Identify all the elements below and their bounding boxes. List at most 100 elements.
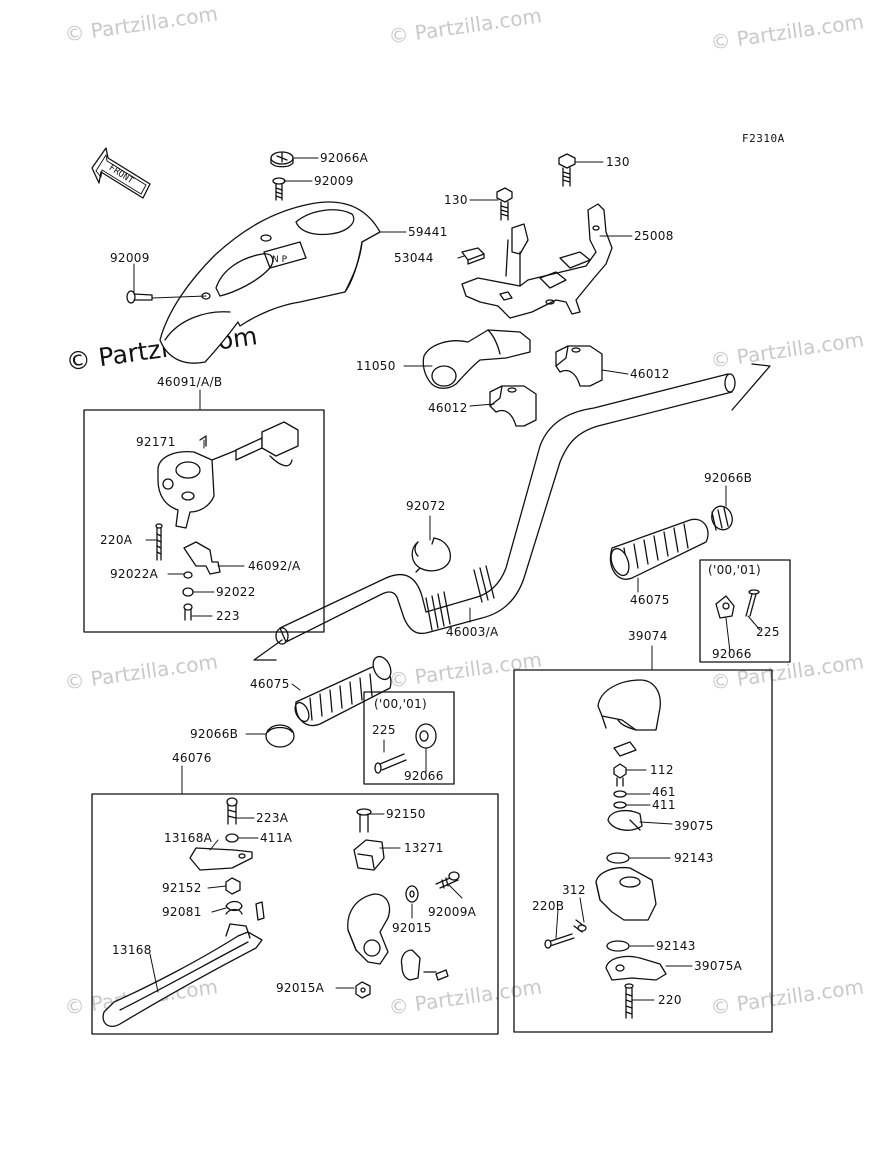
part-label-92066-right: 92066 xyxy=(712,647,752,661)
part-label-92171: 92171 xyxy=(136,435,176,449)
part-label-411: 411 xyxy=(652,798,676,812)
part-label-92015: 92015 xyxy=(392,921,432,935)
direction-arrow xyxy=(731,363,771,411)
part-label-13168: 13168 xyxy=(112,943,152,957)
lever-13168 xyxy=(102,923,263,1027)
part-label-112: 112 xyxy=(650,763,674,777)
clamp-half-icon xyxy=(400,949,449,981)
variant-box-center-frame xyxy=(363,691,455,785)
variant-label-right: ('00,'01) xyxy=(708,563,762,577)
handlebar-46003 xyxy=(275,373,736,645)
figure-code: F2310A xyxy=(742,132,785,145)
part-label-46076: 46076 xyxy=(172,751,212,765)
washer-411-icon xyxy=(613,801,627,809)
part-label-92066B-left: 92066B xyxy=(190,727,239,741)
part-label-92022: 92022 xyxy=(216,585,256,599)
part-label-92066B-right: 92066B xyxy=(704,471,753,485)
clip-icon xyxy=(613,741,637,757)
spring-92143-b-icon xyxy=(606,940,630,952)
bolt-92150-icon xyxy=(356,808,372,833)
part-label-13168A: 13168A xyxy=(164,831,213,845)
svg-text:N P: N P xyxy=(272,255,288,265)
holder-92015-icon xyxy=(347,893,391,965)
part-label-46012-b: 46012 xyxy=(428,401,468,415)
part-label-92009A: 92009A xyxy=(428,905,477,919)
part-label-46012-a: 46012 xyxy=(630,367,670,381)
variant-label-center: ('00,'01) xyxy=(374,697,428,711)
part-label-225-right: 225 xyxy=(756,625,780,639)
grip-right-46075 xyxy=(609,518,709,580)
spring-92143-a-icon xyxy=(606,852,630,864)
direction-arrow xyxy=(253,639,283,661)
part-label-53044: 53044 xyxy=(394,251,434,265)
part-label-223: 223 xyxy=(216,609,240,623)
lever-box-frame xyxy=(91,793,499,1035)
rubber-53044-icon xyxy=(461,247,485,265)
part-label-92072: 92072 xyxy=(406,499,446,513)
washer-461-icon xyxy=(613,790,627,798)
part-label-92022A: 92022A xyxy=(110,567,159,581)
screw-92009A-icon xyxy=(435,871,460,889)
part-label-223A: 223A xyxy=(256,811,289,825)
screw-223A-icon xyxy=(226,797,238,825)
grip-end-92066B-right-icon xyxy=(711,505,733,531)
bolt-225-right-icon xyxy=(745,589,760,617)
washer-92022-icon xyxy=(182,587,194,597)
part-label-220: 220 xyxy=(658,993,682,1007)
weight-92066-center-icon xyxy=(415,723,437,749)
part-label-92009-left: 92009 xyxy=(110,251,150,265)
bolt-112-icon xyxy=(613,763,627,787)
grip-end-92066B-left-icon xyxy=(265,724,295,748)
switch-box-frame xyxy=(83,409,325,633)
part-label-220B: 220B xyxy=(532,899,565,913)
part-label-92152: 92152 xyxy=(162,881,202,895)
part-label-411A: 411A xyxy=(260,831,293,845)
part-label-46075-left: 46075 xyxy=(250,677,290,691)
front-arrow-icon xyxy=(91,147,151,199)
screw-220B-icon xyxy=(544,933,575,949)
weight-92066-right-icon xyxy=(715,595,735,619)
leader-lines xyxy=(133,157,761,1001)
bolt-130-a-icon xyxy=(496,187,513,221)
part-label-92066-center: 92066 xyxy=(404,769,444,783)
part-label-46075-right: 46075 xyxy=(630,593,670,607)
part-label-46003: 46003/A xyxy=(446,625,499,639)
part-label-46092: 46092/A xyxy=(248,559,301,573)
part-label-92150: 92150 xyxy=(386,807,426,821)
bolt-130-b-icon xyxy=(558,153,576,187)
holder-46012-a xyxy=(555,345,603,387)
bracket-25008 xyxy=(461,203,613,319)
screw-92009-top-icon xyxy=(272,177,286,201)
part-label-312: 312 xyxy=(562,883,586,897)
washer-92022A-icon xyxy=(183,571,193,579)
grip-left-46075 xyxy=(294,655,392,727)
part-label-130-a: 130 xyxy=(444,193,468,207)
bolt-225-center-icon xyxy=(374,753,407,774)
screw-220A-icon xyxy=(155,523,163,561)
part-label-13271: 13271 xyxy=(404,841,444,855)
part-label-92066A: 92066A xyxy=(320,151,369,165)
lever-46092-icon xyxy=(183,541,221,575)
part-label-92015A: 92015A xyxy=(276,981,325,995)
screw-92066A-icon xyxy=(270,151,294,168)
part-label-225-center: 225 xyxy=(372,723,396,737)
part-label-92143-b: 92143 xyxy=(656,939,696,953)
holder-46012-b xyxy=(489,385,537,427)
part-label-59441: 59441 xyxy=(408,225,448,239)
part-label-39074: 39074 xyxy=(628,629,668,643)
holder-11050 xyxy=(422,329,531,389)
part-label-92081: 92081 xyxy=(162,905,202,919)
lever-39075A-icon xyxy=(605,955,667,981)
part-label-46091: 46091/A/B xyxy=(157,375,223,389)
part-label-39075A: 39075A xyxy=(694,959,743,973)
right-switch-box-frame xyxy=(513,669,773,1033)
screw-223-icon xyxy=(183,603,193,621)
part-label-39075: 39075 xyxy=(674,819,714,833)
handlebar-cover: N P xyxy=(159,201,381,364)
part-label-130-b: 130 xyxy=(606,155,630,169)
cover-39074-icon xyxy=(597,679,661,731)
bushing-92015-icon xyxy=(405,885,419,903)
clamp-92072-icon xyxy=(411,537,452,573)
